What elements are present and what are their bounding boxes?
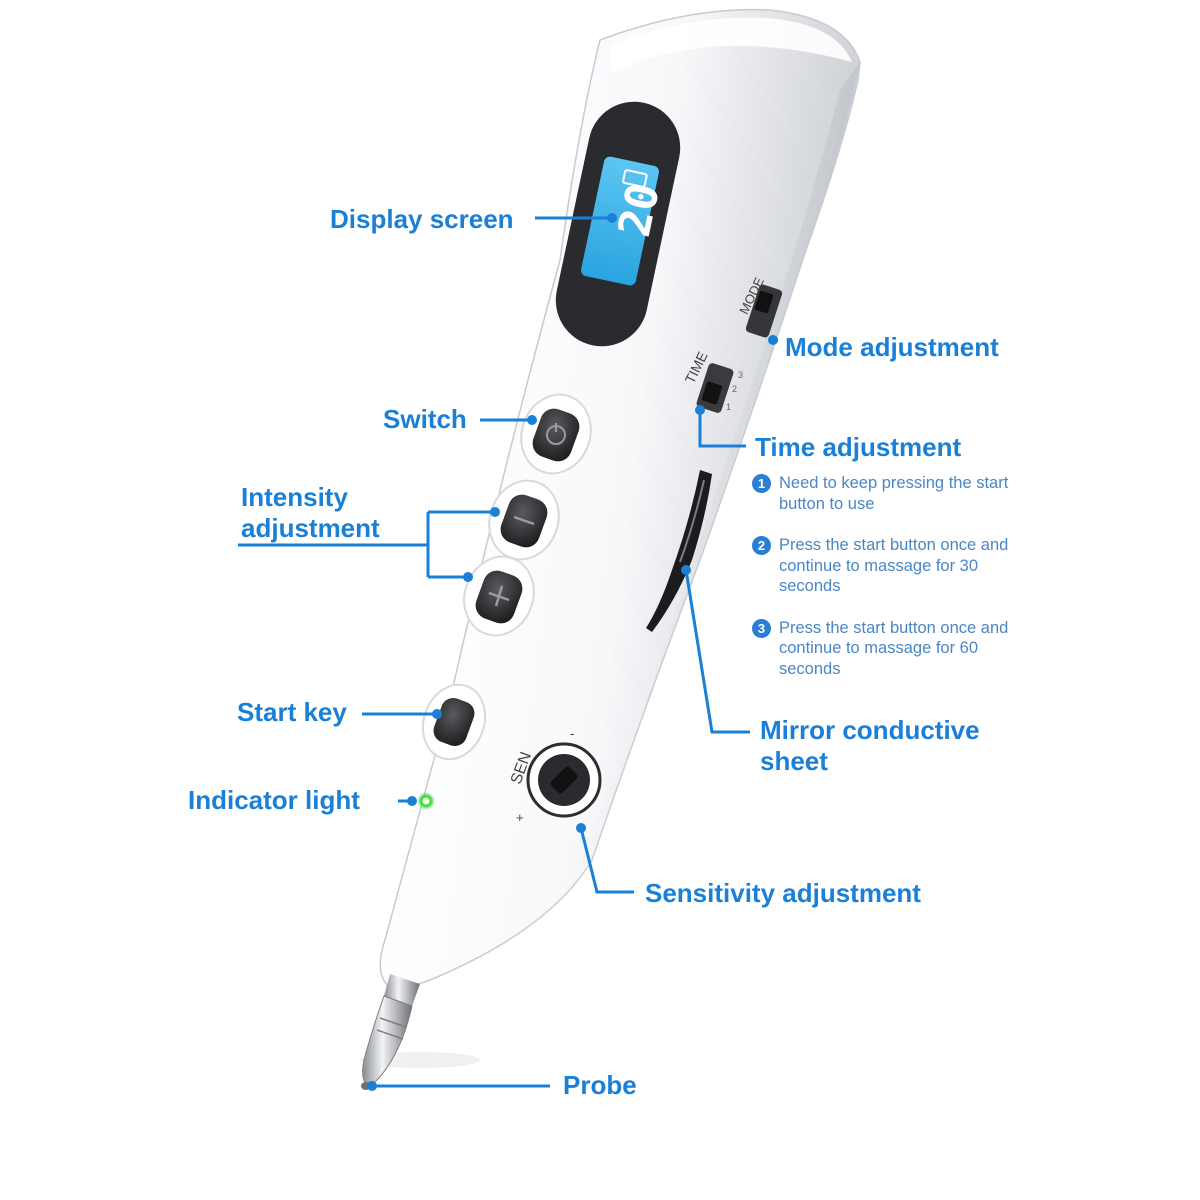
- number-badge: 2: [752, 536, 771, 555]
- sen-plus: +: [516, 810, 524, 825]
- minus-icon: [513, 515, 535, 526]
- callout-dots: [367, 213, 778, 1091]
- label-probe: Probe: [563, 1070, 637, 1100]
- sensitivity-dial[interactable]: [526, 742, 602, 818]
- time-tick-2: 2: [732, 384, 737, 394]
- display-screen: [581, 156, 659, 286]
- label-mode-adjustment: Mode adjustment: [785, 332, 999, 362]
- time-note-3: 3 Press the start button once and contin…: [752, 618, 1022, 680]
- label-switch: Switch: [383, 404, 467, 434]
- probe-shaft: [362, 995, 413, 1087]
- mode-slider-knob[interactable]: [754, 290, 774, 314]
- display-digits: 20: [609, 179, 670, 241]
- callout-lines: [238, 216, 778, 1088]
- probe-collar: [384, 974, 420, 1006]
- note-text: Need to keep pressing the start button t…: [779, 474, 1009, 513]
- label-indicator-light: Indicator light: [188, 785, 360, 815]
- label-display-screen: Display screen: [330, 204, 514, 234]
- time-adjustment-notes: 1 Need to keep pressing the start button…: [752, 473, 1022, 700]
- switch-button[interactable]: [510, 385, 601, 483]
- label-start-key: Start key: [237, 697, 347, 727]
- pen-body: [379, 8, 861, 993]
- start-key-button[interactable]: [413, 676, 495, 768]
- label-intensity-adjustment: Intensity adjustment: [241, 482, 380, 543]
- mirror-sheet-reflection: [679, 479, 705, 563]
- sen-minus: -: [570, 725, 575, 741]
- intensity-minus-button[interactable]: [478, 471, 569, 569]
- label-sensitivity-adjustment: Sensitivity adjustment: [645, 878, 921, 908]
- number-badge: 3: [752, 618, 771, 638]
- time-tick-3: 3: [738, 370, 743, 380]
- note-text: Press the start button once and continue…: [779, 618, 1009, 678]
- time-note-1: 1 Need to keep pressing the start button…: [752, 473, 1022, 514]
- label-time-adjustment: Time adjustment: [755, 432, 962, 462]
- pen-side-shade: [500, 62, 860, 950]
- number-badge: 1: [752, 474, 771, 493]
- pen-top-cap: [610, 17, 852, 73]
- note-text: Press the start button once and continue…: [779, 536, 1009, 595]
- time-note-2: 2 Press the start button once and contin…: [752, 535, 1022, 597]
- battery-icon: [622, 169, 648, 188]
- time-tick-1: 1: [726, 402, 731, 412]
- time-slider-knob[interactable]: [701, 381, 723, 405]
- intensity-plus-button[interactable]: [453, 547, 544, 645]
- label-mirror-conductive-sheet: Mirror conductive sheet: [760, 715, 980, 776]
